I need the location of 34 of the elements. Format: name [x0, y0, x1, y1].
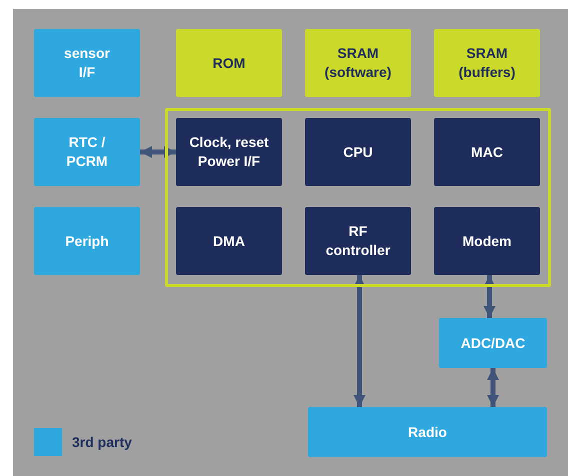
block-label: Clock, reset Power I/F	[188, 133, 270, 171]
block-label: SRAM (software)	[324, 44, 392, 82]
block-box	[176, 207, 282, 275]
block-box	[305, 118, 411, 186]
block-box	[34, 207, 140, 275]
group-frame	[165, 108, 551, 287]
block-box	[434, 29, 540, 97]
legend-label: 3rd party	[72, 432, 132, 452]
block-label: RF controller	[324, 222, 392, 260]
block-box	[176, 29, 282, 97]
block-box	[305, 207, 411, 275]
block-label: MAC	[471, 142, 503, 162]
block-label: RTC / PCRM	[65, 133, 109, 171]
block-box	[176, 118, 282, 186]
double-arrow	[354, 275, 366, 407]
double-arrow	[140, 146, 176, 158]
block-box	[34, 29, 140, 97]
block-label: Periph	[65, 232, 109, 250]
block-box	[34, 118, 140, 186]
block-label: ROM	[212, 54, 246, 72]
block-box	[439, 318, 547, 368]
block-label: CPU	[343, 142, 373, 162]
block-label: SRAM (buffers)	[458, 44, 516, 82]
block-box	[434, 118, 540, 186]
block-label: DMA	[213, 232, 245, 250]
block-box	[308, 407, 547, 457]
double-arrow	[487, 368, 499, 407]
block-box	[434, 207, 540, 275]
block-label: sensor I/F	[63, 44, 111, 82]
block-label: Radio	[408, 422, 447, 442]
block-box	[305, 29, 411, 97]
block-label: Modem	[462, 232, 512, 250]
double-arrow	[484, 275, 496, 318]
block-label: ADC/DAC	[460, 334, 526, 352]
